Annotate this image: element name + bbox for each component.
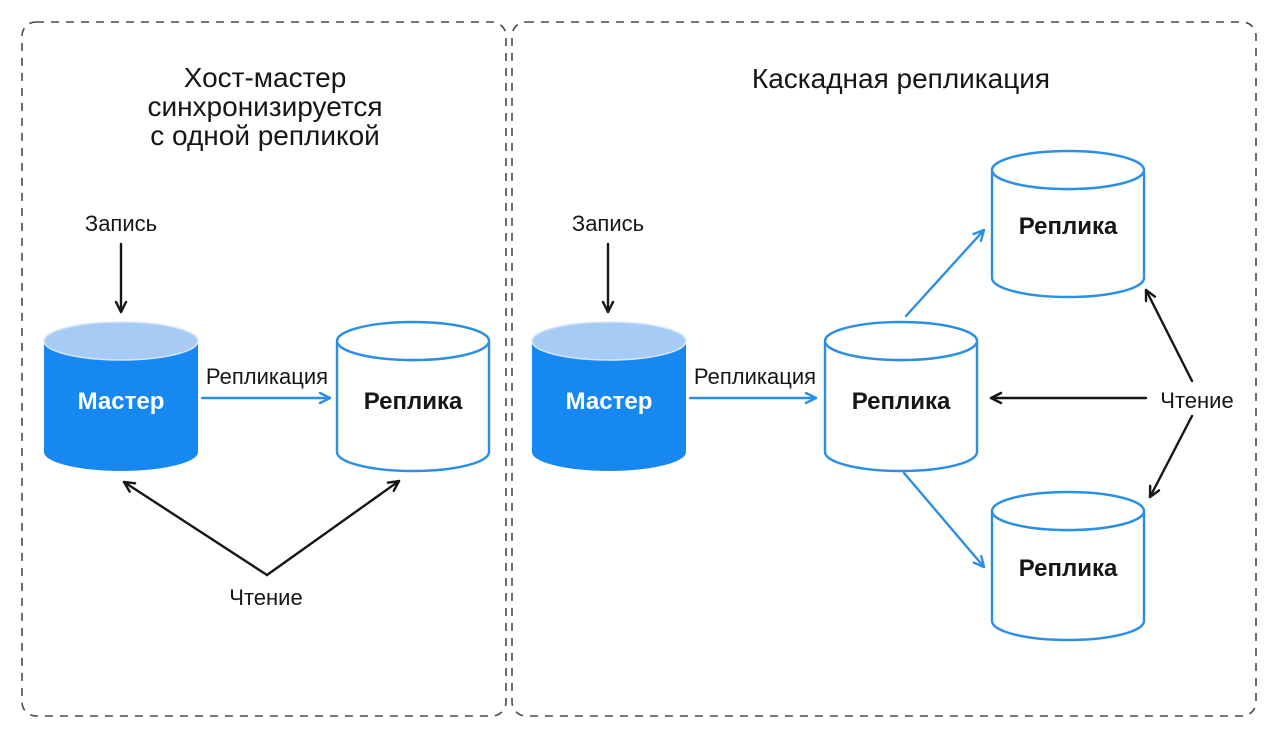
panel-host-master: Хост-мастер синхронизируется с одной реп…: [21, 21, 507, 717]
left-master-cylinder: Мастер: [43, 321, 199, 471]
cascade-arrow-to-top-replica: [904, 228, 986, 318]
right-replica-bottom-cylinder: Реплика: [990, 490, 1146, 642]
right-replica-middle-label: Реплика: [852, 388, 951, 415]
left-panel-border: [21, 21, 507, 717]
left-master-top: [43, 321, 199, 361]
left-read-arrow-to-master: [122, 480, 269, 577]
right-replica-middle-top: [823, 320, 979, 362]
right-master-cylinder: Мастер: [531, 321, 687, 471]
cascade-arrow-to-bottom-replica: [902, 471, 986, 569]
left-replica-label: Реплика: [364, 388, 463, 415]
left-master-label: Мастер: [78, 388, 165, 415]
right-master-body: [532, 341, 686, 471]
right-replica-top-label: Реплика: [1019, 213, 1118, 240]
right-read-arrow-to-top: [1144, 288, 1194, 383]
left-read-label: Чтение: [229, 585, 302, 610]
right-replica-top-top: [990, 149, 1146, 191]
right-read-arrow-to-bottom: [1148, 414, 1194, 499]
right-master-top: [531, 321, 687, 361]
right-write-label: Запись: [572, 211, 644, 236]
right-read-label: Чтение: [1160, 388, 1233, 413]
right-panel-border: [511, 21, 1257, 717]
left-replica-cylinder: Реплика: [335, 320, 491, 473]
left-panel-title-line1: Хост-мастер: [184, 62, 347, 93]
left-read-arrow-to-replica: [265, 479, 401, 577]
right-replica-bottom-top: [990, 490, 1146, 532]
left-panel-title-line2: синхронизируется: [147, 91, 382, 122]
right-replica-top-cylinder: Реплика: [990, 149, 1146, 299]
left-replication-label: Репликация: [206, 364, 328, 389]
right-master-label: Мастер: [566, 388, 653, 415]
left-write-label: Запись: [85, 211, 157, 236]
right-replication-label: Репликация: [694, 364, 816, 389]
left-panel-title-line3: с одной репликой: [150, 120, 380, 151]
panel-cascading-replication: Каскадная репликация Запись Мастер Репли…: [511, 21, 1257, 717]
right-replica-middle-cylinder: Реплика: [823, 320, 979, 473]
left-master-body: [44, 341, 198, 471]
right-panel-title: Каскадная репликация: [752, 63, 1050, 94]
right-replica-bottom-label: Реплика: [1019, 555, 1118, 582]
left-replica-top: [335, 320, 491, 362]
